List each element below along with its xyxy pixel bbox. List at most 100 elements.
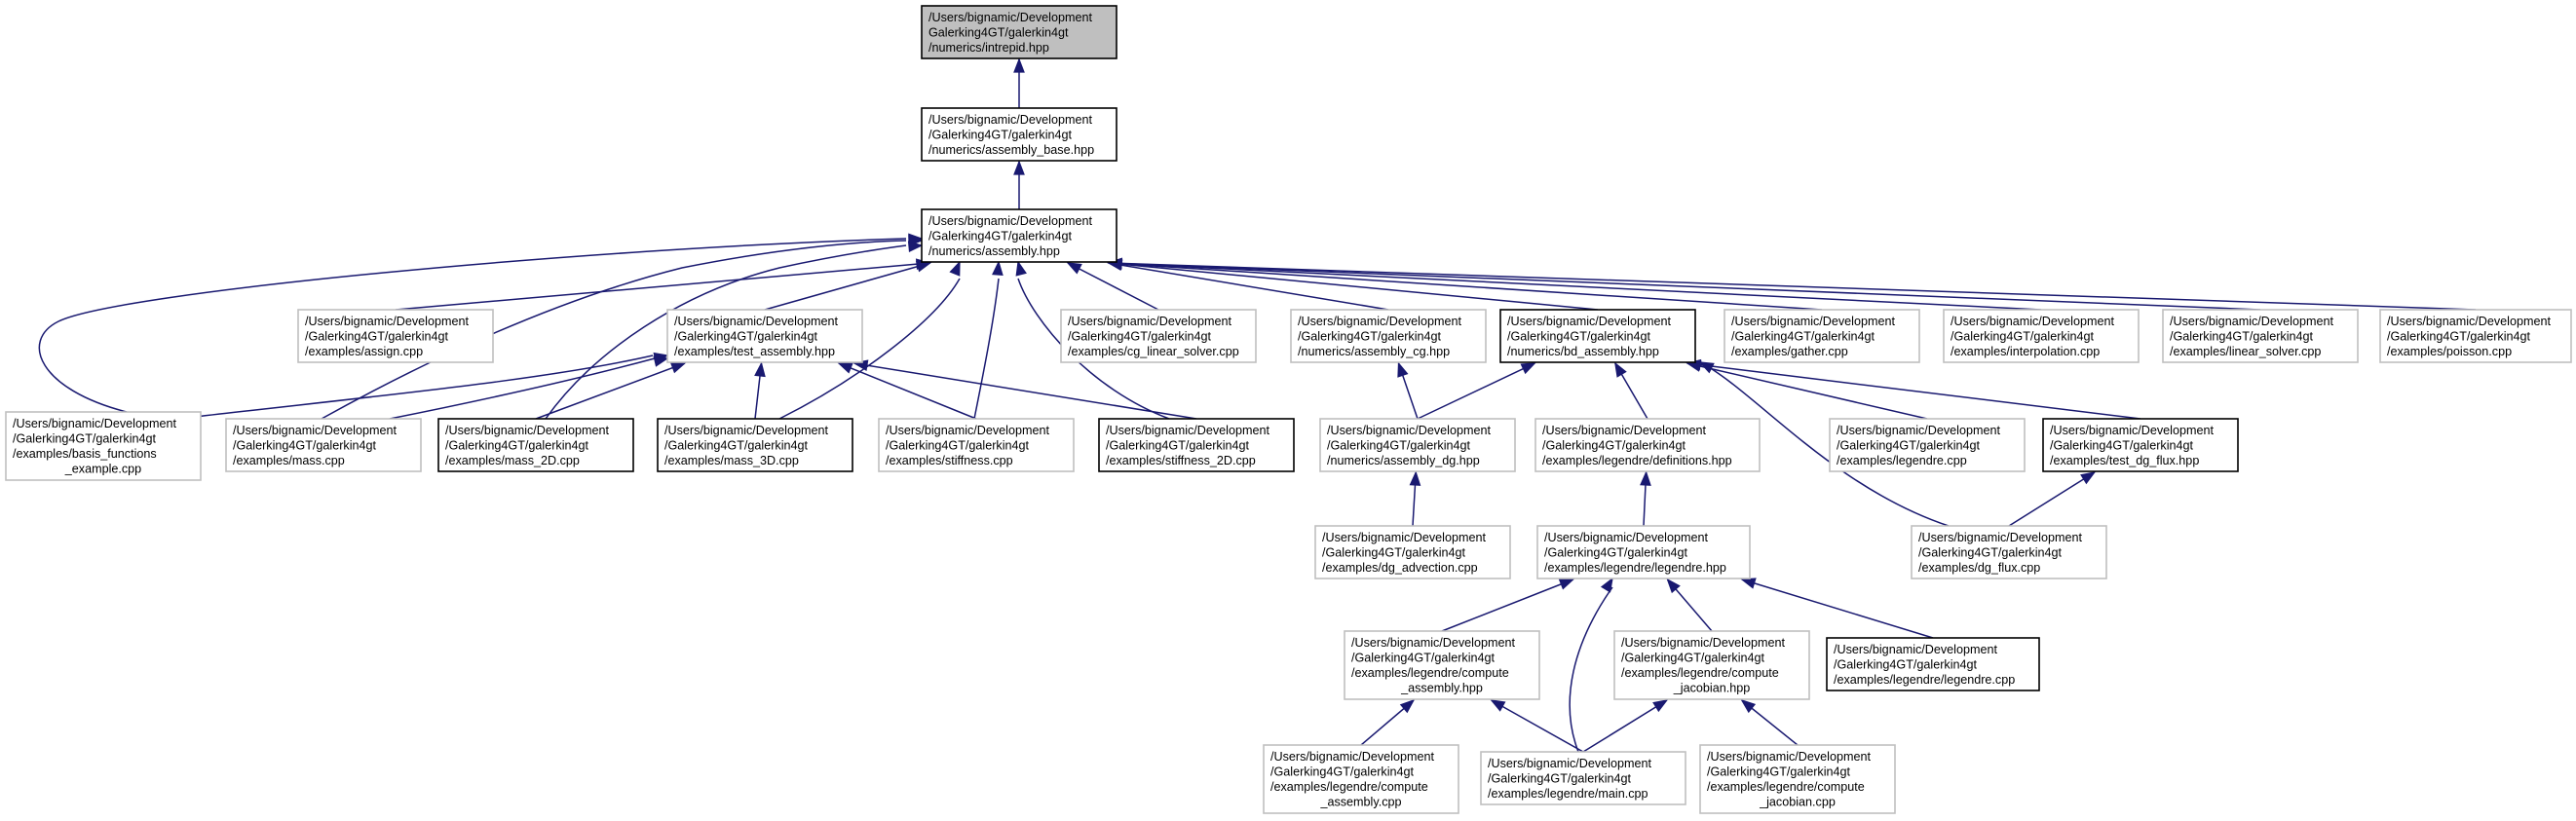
edge-dg-flux-to-bd-assembly [1698,361,1950,527]
node-test-dg-flux[interactable]: /Users/bignamic/Development/Galerking4GT… [2042,418,2239,472]
node-mass[interactable]: /Users/bignamic/Development/Galerking4GT… [225,418,422,472]
node-bd-assembly-label-line: /numerics/bd_assembly.hpp [1507,345,1659,358]
edge-dg-flux-to-test-dg-flux-line [2008,471,2096,527]
edge-assembly-base-to-intrepid [1013,57,1025,108]
edge-mass-3D-to-assembly-line [778,278,961,420]
edge-cg-linear-solver-to-assembly [1066,262,1159,311]
node-assign-label-line: /examples/assign.cpp [305,345,423,358]
node-basis-functions-label-line: /Users/bignamic/Development [13,417,176,430]
node-compute-assembly-hpp[interactable]: /Users/bignamic/Development/Galerking4GT… [1344,630,1540,700]
node-compute-jacobian-hpp[interactable]: /Users/bignamic/Development/Galerking4GT… [1613,630,1810,700]
edge-definitions-to-bd-assembly-arrowhead [1614,361,1627,378]
edge-dg-flux-to-bd-assembly-arrowhead [1698,361,1715,374]
node-compute-assembly-cpp[interactable]: /Users/bignamic/Development/Galerking4GT… [1263,744,1459,814]
node-assembly-cg[interactable]: /Users/bignamic/Development/Galerking4GT… [1290,309,1487,363]
edge-assembly-dg-to-bd-assembly-arrowhead [1520,362,1536,375]
node-test-dg-flux-label-line: /examples/test_dg_flux.hpp [2050,454,2199,467]
node-legendre-hpp-label-line: /examples/legendre/legendre.hpp [1544,561,1726,575]
edge-linear-solver-to-assembly [1107,257,2261,311]
node-mass-2D-label-line: /examples/mass_2D.cpp [445,454,580,467]
node-assembly-dg-label-line: /Users/bignamic/Development [1327,424,1491,437]
node-legendre-hpp[interactable]: /Users/bignamic/Development/Galerking4GT… [1536,525,1751,579]
node-test-assembly-label-line: /Users/bignamic/Development [674,315,838,328]
node-legendre-legendre-cpp-label-line: /Users/bignamic/Development [1834,643,1997,656]
node-bd-assembly[interactable]: /Users/bignamic/Development/Galerking4GT… [1499,309,1696,363]
node-intrepid[interactable]: /Users/bignamic/DevelopmentGalerking4GT/… [921,5,1118,59]
node-interpolation[interactable]: /Users/bignamic/Development/Galerking4GT… [1943,309,2140,363]
edge-basis-functions-to-assembly-line [38,238,907,413]
node-gather[interactable]: /Users/bignamic/Development/Galerking4GT… [1724,309,1920,363]
node-assembly-label-line: /Galerking4GT/galerkin4gt [928,229,1072,243]
node-assembly-dg-box [1319,418,1516,472]
edge-test-assembly-to-assembly-arrowhead [915,261,932,273]
edge-compute-jacobian-hpp-to-legendre-hpp [1666,578,1713,632]
node-dg-flux[interactable]: /Users/bignamic/Development/Galerking4GT… [1911,525,2107,579]
node-dg-advection[interactable]: /Users/bignamic/Development/Galerking4GT… [1314,525,1511,579]
node-legendre-cpp[interactable]: /Users/bignamic/Development/Galerking4GT… [1829,418,2026,472]
node-assign[interactable]: /Users/bignamic/Development/Galerking4GT… [297,309,494,363]
node-test-assembly-label-line: /examples/test_assembly.hpp [674,345,835,358]
node-dg-flux-box [1911,525,2107,579]
edge-assembly-dg-to-assembly-cg [1397,361,1419,420]
node-assembly-dg-label-line: /Galerking4GT/galerkin4gt [1327,438,1470,452]
node-assembly-dg[interactable]: /Users/bignamic/Development/Galerking4GT… [1319,418,1516,472]
edge-cg-linear-solver-to-assembly-arrowhead [1066,262,1082,275]
edge-gather-to-assembly-line [1108,262,1823,311]
edge-legendre-legendre-cpp-to-legendre-hpp-arrowhead [1740,578,1757,589]
node-test-dg-flux-box [2042,418,2239,472]
edge-legendre-hpp-to-definitions [1640,470,1651,527]
node-interpolation-box [1943,309,2140,363]
node-legendre-main-box [1480,751,1686,805]
edge-legendre-cpp-to-bd-assembly-line [1686,362,1928,420]
node-mass-2D[interactable]: /Users/bignamic/Development/Galerking4GT… [437,418,634,472]
edge-legendre-legendre-cpp-to-legendre-hpp [1740,578,1934,639]
edge-legendre-main-to-compute-jacobian-hpp [1582,699,1669,753]
edge-mass-to-test-assembly-line [389,357,656,420]
edge-compute-jacobian-hpp-to-legendre-hpp-arrowhead [1666,578,1681,594]
node-assembly-box [921,208,1118,263]
node-mass-3D-label-line: /examples/mass_3D.cpp [664,454,799,467]
edge-compute-assembly-hpp-to-legendre-hpp [1441,578,1575,632]
node-stiffness[interactable]: /Users/bignamic/Development/Galerking4GT… [878,418,1075,472]
edge-cg-linear-solver-to-assembly-line [1067,262,1159,311]
node-bd-assembly-label-line: /Galerking4GT/galerkin4gt [1507,329,1650,343]
edge-assembly-to-assembly-base [1013,160,1025,209]
edge-dg-advection-to-assembly-dg-arrowhead [1409,470,1421,486]
node-assembly-base[interactable]: /Users/bignamic/Development/Galerking4GT… [921,107,1118,162]
node-compute-jacobian-hpp-label-line: /Users/bignamic/Development [1621,636,1785,650]
node-stiffness-2D[interactable]: /Users/bignamic/Development/Galerking4GT… [1098,418,1295,472]
node-compute-jacobian-cpp[interactable]: /Users/bignamic/Development/Galerking4GT… [1699,744,1896,814]
node-legendre-legendre-cpp-label-line: /examples/legendre/legendre.cpp [1834,673,2015,687]
node-basis-functions[interactable]: /Users/bignamic/Development/Galerking4GT… [5,411,202,481]
node-legendre-main-label-line: /Galerking4GT/galerkin4gt [1488,771,1631,785]
node-legendre-main[interactable]: /Users/bignamic/Development/Galerking4GT… [1480,751,1686,805]
node-assembly[interactable]: /Users/bignamic/Development/Galerking4GT… [921,208,1118,263]
node-poisson-label-line: /Galerking4GT/galerkin4gt [2387,329,2531,343]
node-legendre-hpp-label-line: /Galerking4GT/galerkin4gt [1544,545,1687,559]
edge-legendre-main-to-compute-assembly-hpp-line [1491,699,1584,753]
node-mass-label-line: /examples/mass.cpp [233,454,345,467]
node-legendre-hpp-label-line: /Users/bignamic/Development [1544,531,1708,544]
node-legendre-legendre-cpp[interactable]: /Users/bignamic/Development/Galerking4GT… [1826,637,2040,691]
edge-mass-2D-to-test-assembly [535,362,687,420]
node-compute-jacobian-cpp-box [1699,744,1896,814]
node-compute-jacobian-hpp-box [1613,630,1810,700]
node-mass-3D[interactable]: /Users/bignamic/Development/Galerking4GT… [657,418,853,472]
node-basis-functions-label-line: _example.cpp [64,463,141,476]
edge-test-assembly-to-assembly [764,261,932,311]
node-poisson[interactable]: /Users/bignamic/Development/Galerking4GT… [2379,309,2572,363]
edge-compute-jacobian-cpp-to-compute-jacobian-hpp [1740,698,1799,746]
node-cg-linear-solver[interactable]: /Users/bignamic/Development/Galerking4GT… [1060,309,1257,363]
node-mass-label-line: /Galerking4GT/galerkin4gt [233,438,376,452]
node-test-assembly[interactable]: /Users/bignamic/Development/Galerking4GT… [666,309,863,363]
node-linear-solver-label-line: /Users/bignamic/Development [2170,315,2333,328]
edge-bd-assembly-to-assembly-line [1108,262,1599,311]
node-linear-solver[interactable]: /Users/bignamic/Development/Galerking4GT… [2162,309,2359,363]
edge-legendre-main-to-compute-assembly-hpp [1490,699,1584,753]
node-definitions[interactable]: /Users/bignamic/Development/Galerking4GT… [1534,418,1761,472]
node-compute-assembly-hpp-box [1344,630,1540,700]
edge-test-dg-flux-to-bd-assembly [1686,358,2141,420]
edge-mass-2D-to-test-assembly-arrowhead [669,362,687,374]
edge-legendre-main-to-compute-assembly-hpp-arrowhead [1490,699,1506,712]
node-assembly-dg-label-line: /numerics/assembly_dg.hpp [1327,454,1480,467]
